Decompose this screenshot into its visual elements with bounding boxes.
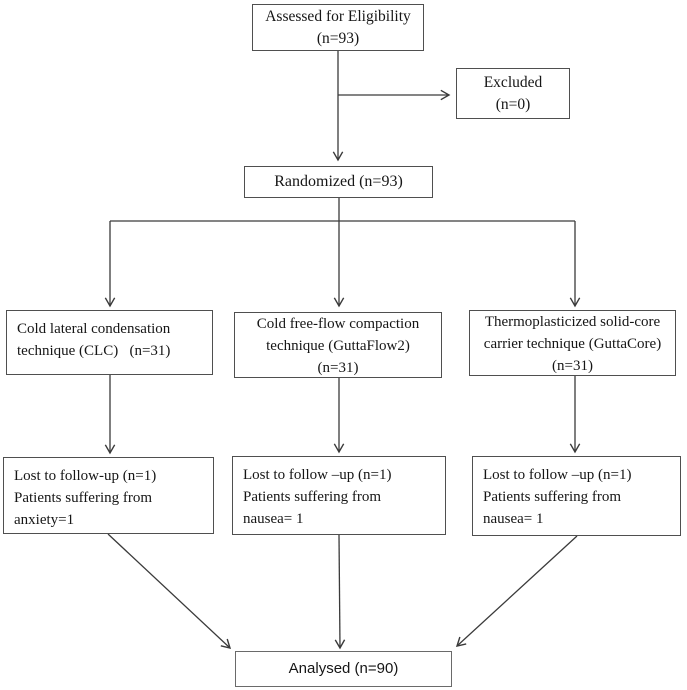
lost-followup-clc-box: Lost to follow-up (n=1) Patients sufferi… xyxy=(3,457,214,534)
arm-guttacore-line-3: (n=31) xyxy=(552,358,593,374)
analysed-box: Analysed (n=90) xyxy=(235,651,452,687)
arm-clc-line-2: technique (CLC) (n=31) xyxy=(17,343,171,359)
assessed-line-2: (n=93) xyxy=(316,29,360,47)
lost-clc-line-3: anxiety=1 xyxy=(14,512,75,528)
lost-guttaflow-line-1: Lost to follow –up (n=1) xyxy=(243,467,392,483)
lost-guttacore-line-1: Lost to follow –up (n=1) xyxy=(483,467,632,483)
lost-clc-line-2: Patients suffering from xyxy=(14,490,153,506)
arm-clc-line-1: Cold lateral condensation xyxy=(17,321,171,337)
connector-lost-clc-to-analysed xyxy=(107,533,232,649)
excluded-line-2: (n=0) xyxy=(495,95,531,113)
lost-clc-line-1: Lost to follow-up (n=1) xyxy=(14,468,157,484)
arm-guttaflow-line-2: technique (GuttaFlow2) xyxy=(266,338,410,354)
arm-guttacore-line-1: Thermoplasticized solid-core xyxy=(484,314,661,330)
lost-guttaflow-line-3: nausea= 1 xyxy=(243,511,304,527)
lost-guttacore-line-3: nausea= 1 xyxy=(483,511,544,527)
assessed-line-1: Assessed for Eligibility xyxy=(265,7,411,25)
excluded-box: Excluded (n=0) xyxy=(456,68,570,119)
lost-followup-guttaflow-box: Lost to follow –up (n=1) Patients suffer… xyxy=(232,456,446,535)
assessed-eligibility-box: Assessed for Eligibility (n=93) xyxy=(252,4,424,51)
lost-guttacore-line-2: Patients suffering from xyxy=(483,489,622,505)
arm-guttaflow-box: Cold free-flow compaction technique (Gut… xyxy=(234,312,442,378)
randomized-box: Randomized (n=93) xyxy=(244,166,433,198)
arm-guttacore-line-2: carrier technique (GuttaCore) xyxy=(483,336,662,352)
lost-guttaflow-line-2: Patients suffering from xyxy=(243,489,382,505)
lost-followup-guttacore-box: Lost to follow –up (n=1) Patients suffer… xyxy=(472,456,681,536)
connector-lost-guttacore-to-analysed xyxy=(455,535,578,647)
randomized-line-1: Randomized (n=93) xyxy=(274,173,403,190)
excluded-line-1: Excluded xyxy=(483,73,543,91)
arm-guttaflow-line-3: (n=31) xyxy=(317,360,359,376)
analysed-line-1: Analysed (n=90) xyxy=(288,660,399,677)
arm-clc-box: Cold lateral condensation technique (CLC… xyxy=(6,310,213,375)
arm-guttacore-box: Thermoplasticized solid-core carrier tec… xyxy=(469,310,676,376)
connector-lost-guttaflow-to-analysed xyxy=(334,534,346,650)
arm-guttaflow-line-1: Cold free-flow compaction xyxy=(256,316,420,332)
